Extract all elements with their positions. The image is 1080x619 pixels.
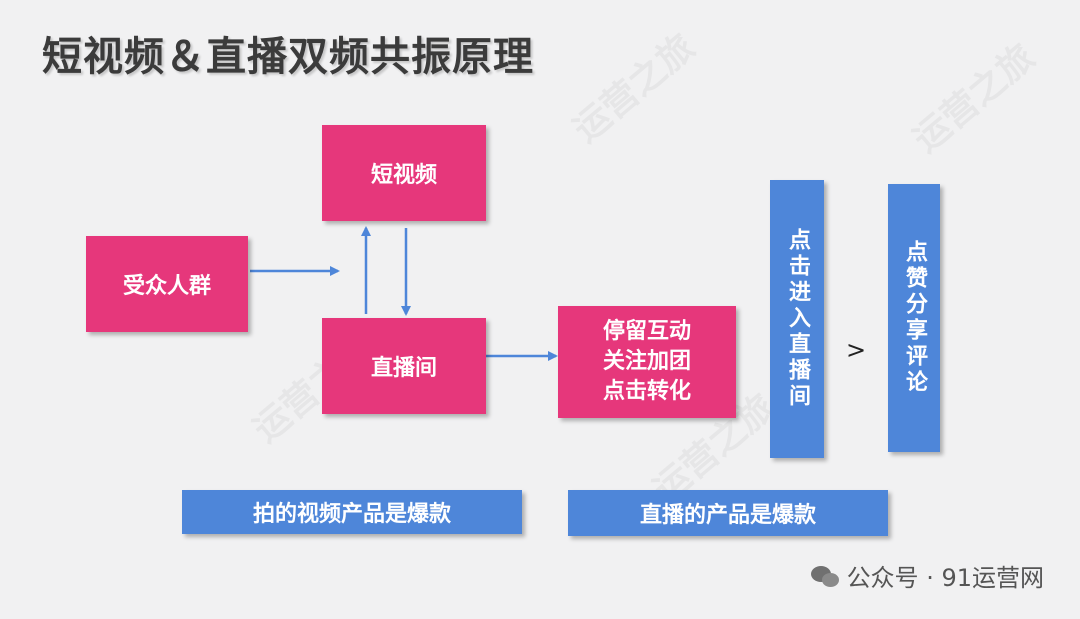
source-watermark: 公众号 · 91运营网	[810, 558, 1044, 593]
enter-live-label: 点击进入直播间	[785, 228, 810, 410]
video-product-bar: 拍的视频产品是爆款	[182, 490, 522, 534]
action-click-convert: 点击转化	[602, 379, 691, 404]
engage-box: 点赞分享评论	[888, 184, 940, 452]
action-follow-join: 关注加团	[602, 349, 691, 374]
audience-box: 受众人群	[86, 236, 248, 332]
short-video-box: 短视频	[322, 125, 486, 221]
live-room-box: 直播间	[322, 318, 486, 414]
actions-box: 停留互动 关注加团 点击转化	[558, 306, 736, 418]
enter-live-box: 点击进入直播间	[770, 180, 824, 458]
action-stay-interact: 停留互动	[602, 319, 691, 344]
source-label: 公众号 · 91运营网	[846, 564, 1044, 592]
separator-symbol: >	[846, 336, 867, 364]
engage-label: 点赞分享评论	[902, 240, 927, 396]
live-product-bar: 直播的产品是爆款	[568, 490, 888, 536]
wechat-icon	[810, 564, 841, 588]
page-title: 短视频＆直播双频共振原理	[42, 34, 534, 80]
